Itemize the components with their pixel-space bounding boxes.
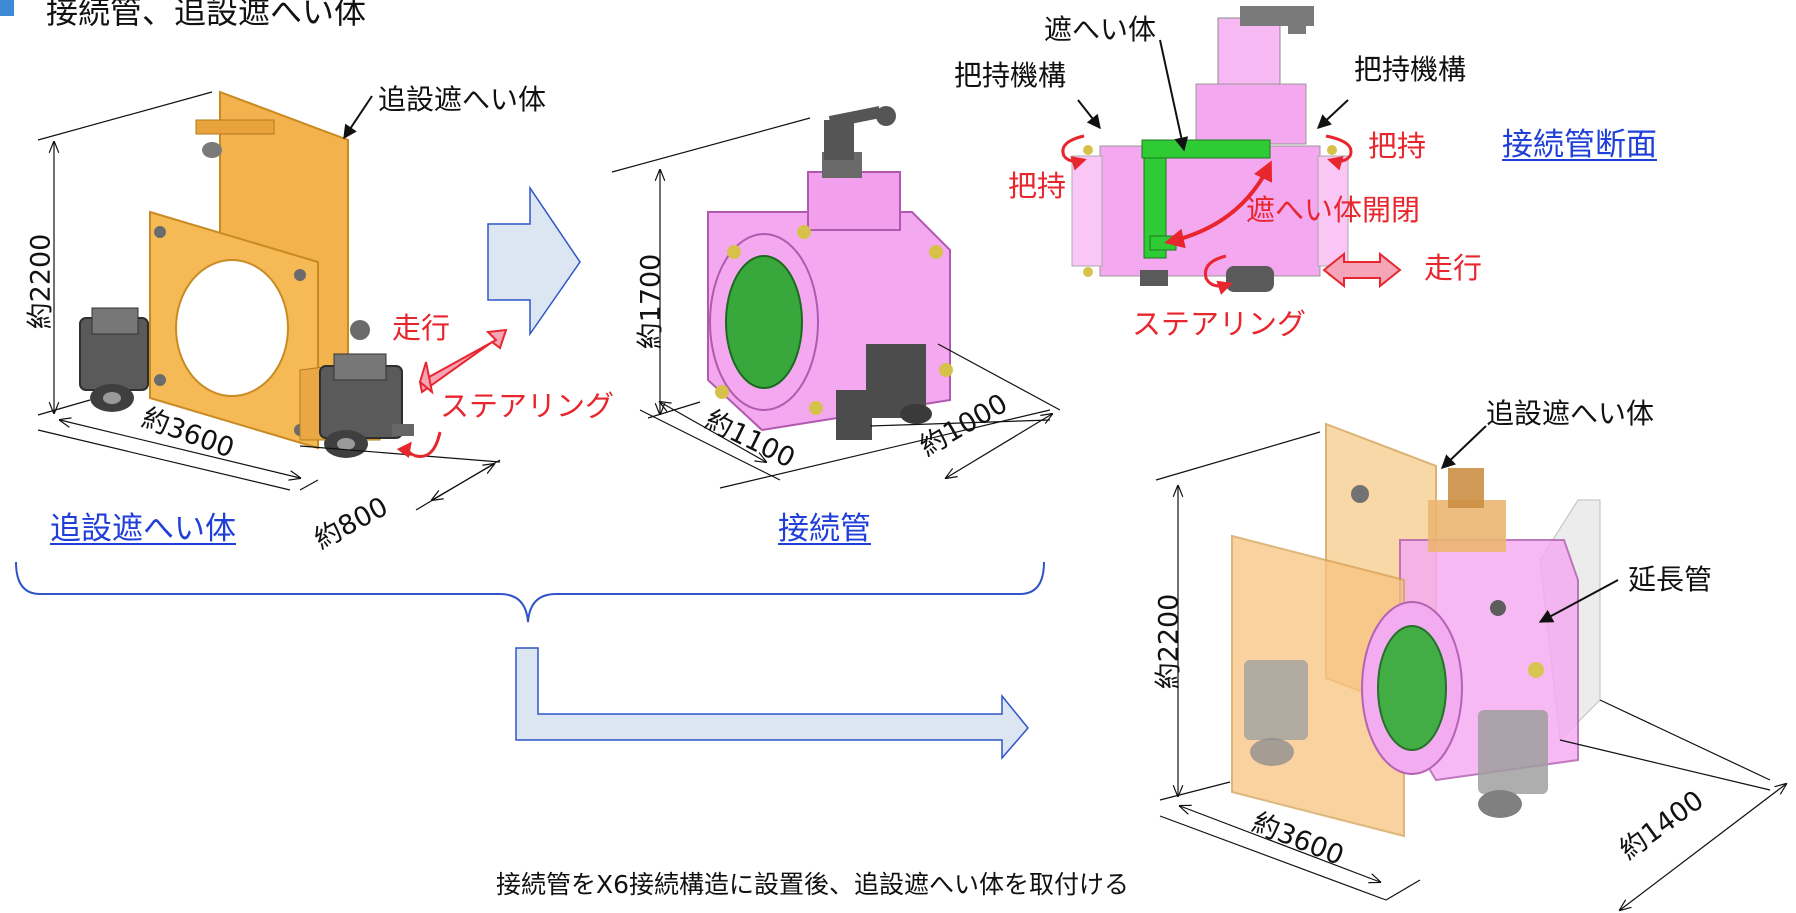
cross-section-drawing xyxy=(1071,6,1349,292)
section-open-close-arrow xyxy=(1164,160,1273,249)
section-grip-right-arrow xyxy=(1325,134,1353,171)
assembled-unit-model xyxy=(1231,422,1601,838)
section-travel-arrow xyxy=(1322,251,1402,289)
shield-callout-arrow xyxy=(343,95,373,140)
additional-shield-link[interactable]: 追設遮へい体 xyxy=(50,511,236,547)
connection-pipe-section-link[interactable]: 接続管断面 xyxy=(1502,127,1657,163)
section-callout-arrows xyxy=(1077,39,1349,152)
section-travel-label: 走行 xyxy=(1424,251,1483,285)
section-shield-label: 遮へい体 xyxy=(1044,13,1157,46)
combine-bracket xyxy=(15,561,1045,623)
footer-caption: 接続管をX6接続構造に設置後、追設遮へい体を取付ける xyxy=(496,870,1130,899)
title-bullet xyxy=(0,0,14,16)
section-grip-right-label: 把持 xyxy=(1368,129,1427,163)
left-height-dimension: 約2200 xyxy=(25,233,57,330)
assembly-dimension-lines xyxy=(1155,431,1786,910)
assembly-shield-callout-arrow xyxy=(1440,425,1487,469)
middle-dimension-lines xyxy=(611,117,1061,489)
section-open-close-label: 遮へい体開閉 xyxy=(1246,193,1421,227)
process-arrow xyxy=(487,185,581,337)
assembly-extension-pipe-label: 延長管 xyxy=(1628,563,1713,596)
section-steering-label: ステアリング xyxy=(1132,307,1307,341)
assembly-height-dimension: 約2200 xyxy=(1153,593,1185,690)
middle-height-dimension: 約1700 xyxy=(635,253,667,350)
connection-pipe-model xyxy=(707,106,953,440)
connection-pipe-link[interactable]: 接続管 xyxy=(778,511,871,547)
section-grip-left-label: 把持 xyxy=(1008,169,1067,203)
section-steering-arrow xyxy=(1203,254,1233,295)
left-steering-arrow xyxy=(396,431,442,459)
left-travel-arrow xyxy=(418,328,508,395)
section-grip-mechanism-right-label: 把持機構 xyxy=(1354,53,1467,86)
additional-shield-model xyxy=(79,90,414,458)
section-grip-left-arrow xyxy=(1061,134,1087,171)
left-steering-label: ステアリング xyxy=(440,389,615,423)
section-grip-mechanism-left-label: 把持機構 xyxy=(954,59,1067,92)
assembly-shield-callout-label: 追設遮へい体 xyxy=(1486,397,1655,430)
page-title: 接続管、追設遮へい体 xyxy=(46,0,367,31)
assembly-extension-callout-arrow xyxy=(1538,579,1619,623)
combine-flow-arrow xyxy=(515,647,1029,761)
additional-shield-callout-label: 追設遮へい体 xyxy=(378,83,547,116)
left-travel-label: 走行 xyxy=(392,311,451,345)
